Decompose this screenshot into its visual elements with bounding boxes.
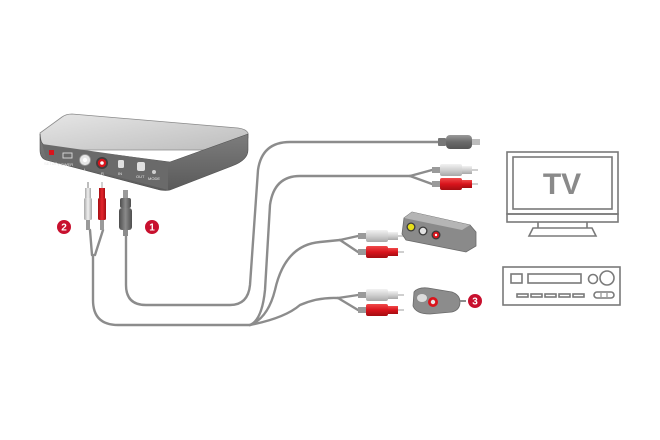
plug-s-video-tv [438,135,480,149]
tv-icon: TV [506,151,619,237]
label-s-video-in: IN [118,171,122,176]
plug-audio-white [84,182,92,230]
cable-to-adapter [248,296,340,327]
rca-adapter [412,287,466,315]
mode-button [152,170,156,174]
label-s-video-out: OUT [136,174,145,179]
cable-top-rca-red [408,174,434,186]
cable-audio-white-split [88,228,94,257]
cable-scart-red [338,238,360,254]
receiver-icon [502,266,621,306]
cable-adapter-red [336,296,360,312]
power-port [62,152,73,159]
badge-3: 3 [468,294,482,308]
white-jack [419,227,427,235]
cables [88,140,442,327]
label-audio-r: R [101,171,104,176]
svg-text:2: 2 [61,223,67,234]
cable-top-rca-white [408,168,434,178]
scart-adapter [401,211,477,253]
cable-to-top-rca [248,174,412,327]
plug-rca-red-scart [358,246,404,258]
s-video-in-port [118,160,124,168]
s-video-out-port [137,162,145,171]
cable-scart-white [338,234,360,242]
plug-s-video-1 [119,190,132,236]
svg-text:1: 1 [149,223,155,234]
svg-text:3: 3 [472,297,478,308]
device-top [39,113,249,151]
plug-rca-white-top [432,164,478,176]
plug-rca-white-adapter [358,289,404,301]
plug-rca-red-adapter [358,304,404,316]
plug-rca-white-scart [358,230,404,242]
cable-adapter-white [336,293,360,300]
cable-to-scart [248,238,342,327]
converter-device: SETUP POWER L R IN OUT MODE [39,113,249,191]
setup-button [49,150,54,155]
cable-audio-main [91,253,252,327]
label-mode: MODE [148,176,160,181]
badge-2: 2 [57,220,71,234]
tv-label: TV [543,168,581,201]
label-audio-l: L [84,167,87,172]
cable-audio-red-split [93,228,105,257]
label-power: POWER [58,162,73,167]
badge-1: 1 [145,220,159,234]
plug-audio-red [98,182,106,230]
plug-rca-red-top [432,178,478,190]
label-setup: SETUP [44,161,58,166]
cable-s-video [124,140,442,307]
